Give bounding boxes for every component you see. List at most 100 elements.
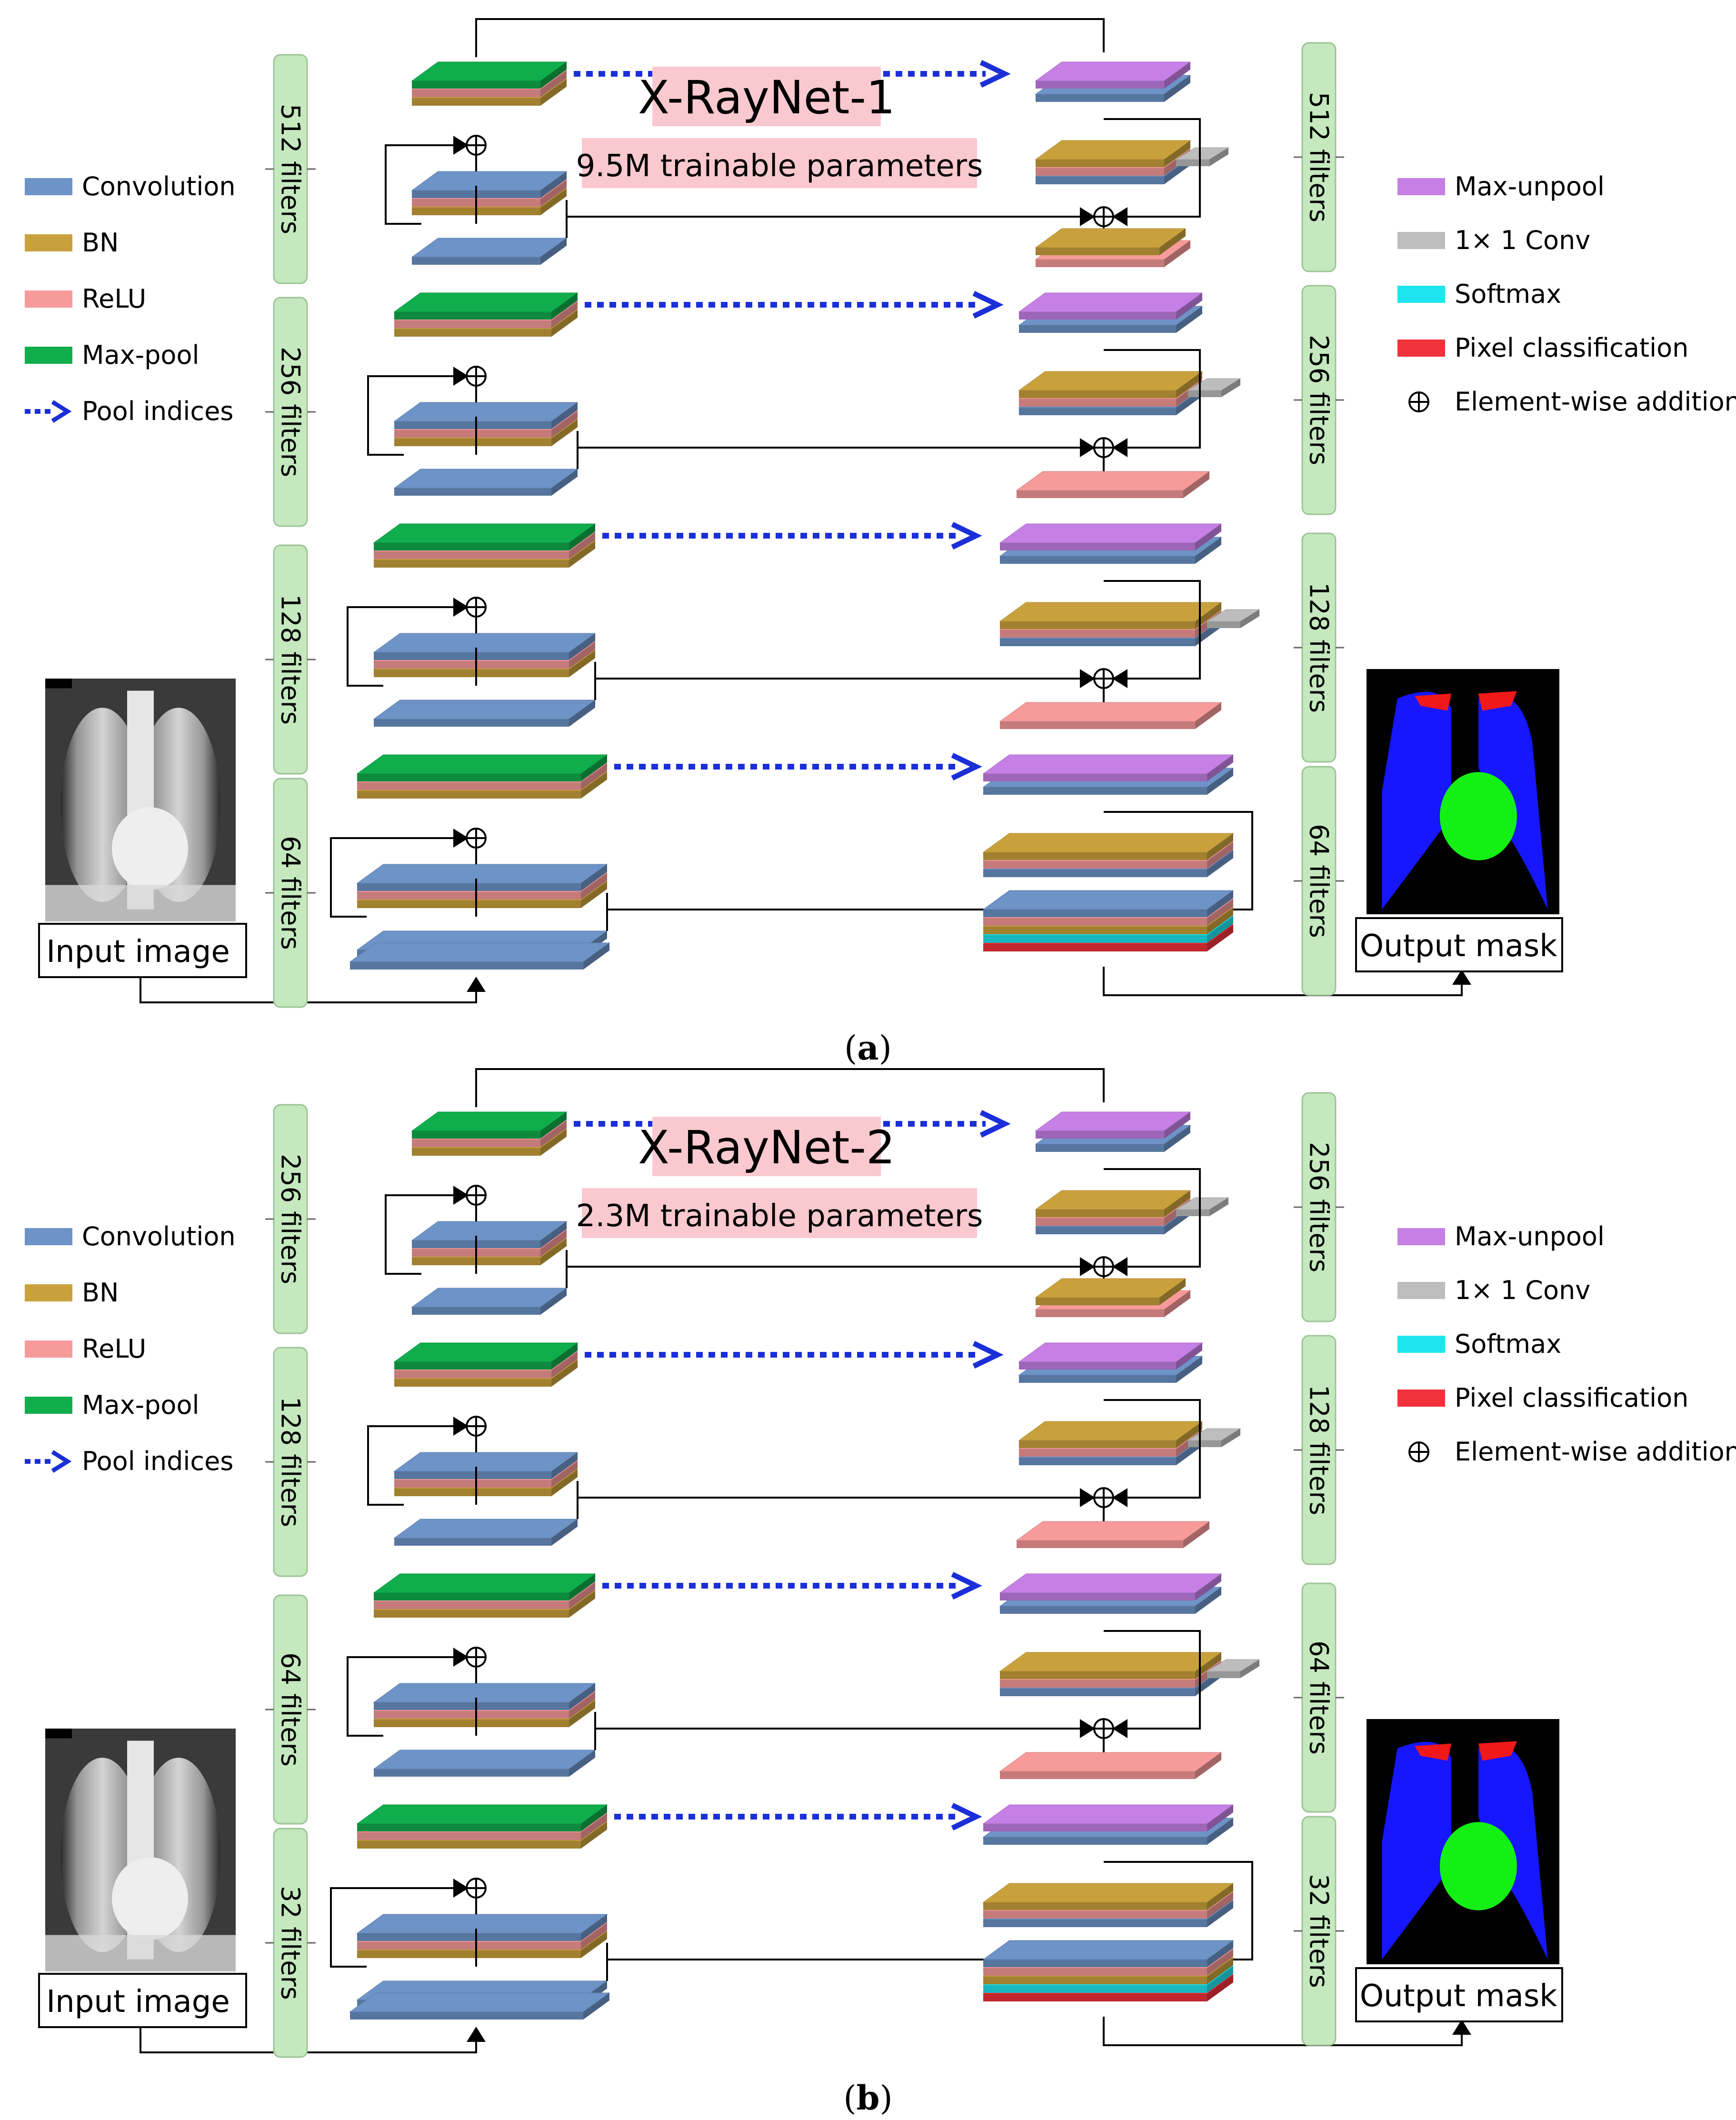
legend-item-bn: BN [25,228,119,258]
relu-layer [1016,471,1210,498]
legend-item-conv: Convolution [25,1221,236,1251]
panel-subtitle: 2.3M trainable parameters [576,1199,983,1234]
filters-label: 512 filters [276,104,306,234]
addition-node-icon [466,1878,487,1899]
legend-label: Pool indices [82,396,233,426]
max-pool-layer [373,1573,596,1600]
legend-label: Pixel classification [1455,1383,1688,1413]
residual-loop-line [1104,1168,1201,1276]
residual-loop-line [330,1879,469,1968]
conv-layer [393,402,579,429]
legend-item-pool: Max-pool [25,340,199,370]
legend-label: 1× 1 Conv [1455,1275,1590,1305]
bn-layer [1035,1278,1187,1305]
relu-layer [999,702,1222,729]
right-filters-box: 64 filters [1294,1582,1344,1813]
addition-node-icon [466,1185,487,1206]
addition-node-icon [466,1647,487,1668]
max-pool-layer [393,1342,579,1370]
filters-label: 64 filters [1304,1640,1334,1755]
title-box [652,67,881,126]
conv-layer [373,1683,596,1710]
filters-label: 128 filters [1304,1385,1334,1515]
pool-indices-arrow [614,1803,982,1830]
pool-indices-arrow [602,522,982,550]
legend-label: Pixel classification [1455,333,1688,363]
output-line [1103,2017,1471,2046]
circled-plus-icon [1408,1441,1429,1462]
addition-node-icon [466,597,487,618]
circled-plus-icon [1408,391,1429,412]
conv-layer [349,1992,610,2020]
bn-layer [982,833,1234,860]
relu-layer [999,1752,1222,1779]
residual-loop-line [330,829,469,918]
encoder-skip-line [577,1488,1095,1519]
legend-label: BN [82,1278,119,1308]
addition-node-icon [1093,206,1114,227]
residual-loop-line [1104,349,1201,457]
legend-label: Convolution [82,171,236,201]
conv-layer [356,1914,608,1941]
filters-label: 32 filters [1304,1874,1334,1988]
filters-label: 64 filters [1304,824,1334,938]
max-pool-layer [411,61,568,89]
conv-layer [393,1519,579,1546]
right-filters-box: 512 filters [1294,42,1344,272]
legend-label: BN [82,228,119,258]
encoder-skip-line [566,1257,1095,1288]
addition-node-icon [466,366,487,387]
left-filters-box: 256 filters [265,1104,316,1334]
conv1x1-layer [1206,609,1260,628]
encoder-skip-line [606,1950,1095,1981]
encoder-skip-line [594,669,1095,700]
unpool-swatch [1397,1228,1445,1245]
filters-label: 256 filters [276,347,306,477]
residual-loop-line [1104,1399,1201,1507]
residual-loop-line [347,598,469,687]
left-filters-box: 256 filters [265,297,316,527]
encoder-skip-line [577,438,1095,469]
legend-item-pixel: Pixel classification [1397,1383,1688,1413]
top-skip-line [475,1068,1105,1107]
output-caption: Output mask [1360,1979,1557,2014]
panel-label: (b) [843,2078,893,2118]
legend-item-conv1x1: 1× 1 Conv [1397,225,1590,255]
max-pool-layer [356,1804,608,1831]
panel-label: (a) [844,1028,892,1068]
conv-swatch [25,1228,72,1245]
conv1x1-layer [1175,147,1229,166]
right-filters-box: 256 filters [1294,285,1344,515]
addition-node-icon [1093,1256,1114,1277]
bn-layer [1035,1190,1191,1217]
addition-node-icon [1093,437,1114,458]
legend-label: ReLU [82,1334,146,1364]
pixel-swatch [1397,1390,1445,1407]
max-unpool-layer [999,1573,1222,1600]
encoder-skip-line [566,207,1095,238]
left-filters-box: 512 filters [265,54,316,284]
right-filters-box: 256 filters [1294,1092,1344,1322]
pool-indices-arrow [585,291,1004,319]
input-xray-image [45,1729,236,1971]
legend-label: 1× 1 Conv [1455,225,1590,255]
filters-label: 512 filters [1304,92,1334,222]
output-line [1103,967,1471,996]
max-pool-layer [373,523,596,550]
encoder-skip-line [594,1719,1095,1750]
legend-label: Element-wise addition [1455,1437,1736,1467]
filters-label: 64 filters [276,1652,306,1767]
addition-node-icon [1093,1718,1114,1739]
input-xray-image [45,679,236,921]
relu-swatch [25,1340,72,1358]
addition-node-icon [1093,668,1114,689]
pool-swatch [25,347,72,364]
pool-indices-arrow [602,1572,982,1600]
max-unpool-layer [1035,1111,1191,1139]
filters-label: 64 filters [276,836,306,950]
max-pool-layer [356,754,608,781]
panel-title: X-RayNet-1 [638,71,895,124]
conv-layer [356,864,608,891]
